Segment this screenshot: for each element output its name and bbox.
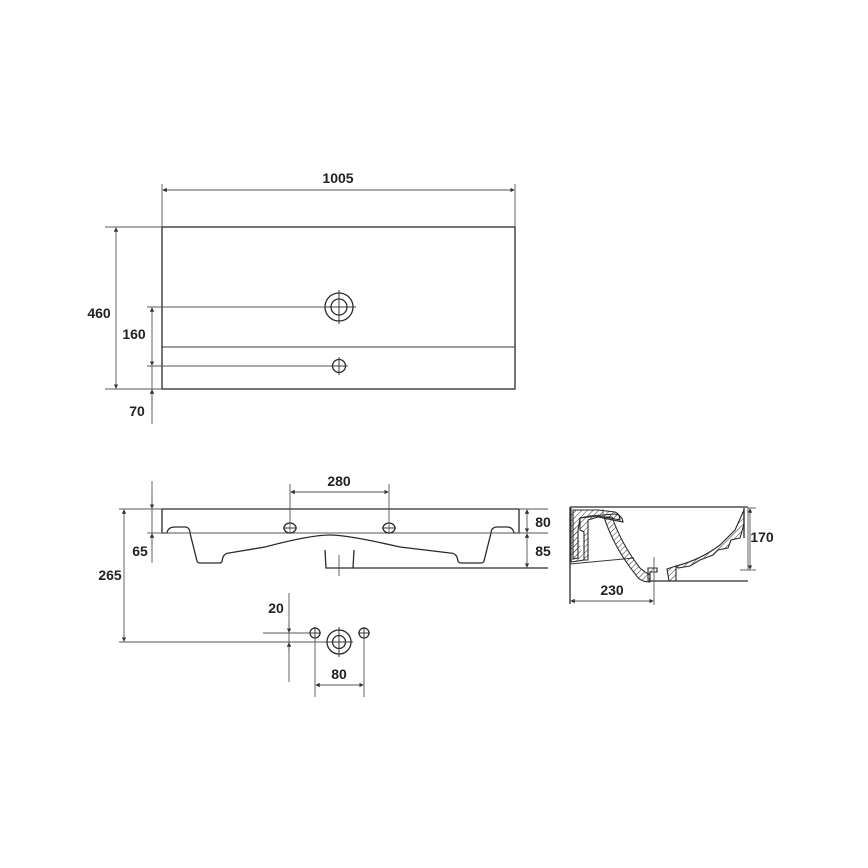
side-hole-left-icon bbox=[309, 627, 321, 639]
dim-left-offset-label: 65 bbox=[132, 543, 148, 559]
top-view: 1005 460 160 70 bbox=[87, 170, 516, 424]
basin-front-outline bbox=[161, 509, 520, 564]
side-hole-right-icon bbox=[358, 627, 370, 639]
dim-drain-offset-label: 20 bbox=[268, 600, 284, 616]
dim-section-height-label: 170 bbox=[750, 529, 774, 545]
dim-top-height-label: 80 bbox=[535, 514, 551, 530]
dim-hole-spacing-label: 280 bbox=[327, 473, 351, 489]
dim-drain-depth-label: 230 bbox=[600, 582, 624, 598]
dim-total-height-label: 265 bbox=[98, 567, 122, 583]
dim-overflow-offset-label: 70 bbox=[129, 403, 145, 419]
side-section-view: 170 230 bbox=[569, 506, 774, 605]
dim-depth-label: 460 bbox=[87, 305, 111, 321]
dim-bottom-height-label: 85 bbox=[535, 543, 551, 559]
dim-drain-hole-spacing-label: 80 bbox=[331, 666, 347, 682]
drain-hole-icon bbox=[325, 627, 353, 657]
overflow-hole-icon bbox=[330, 357, 348, 375]
dim-width-label: 1005 bbox=[322, 170, 353, 186]
front-view: 280 80 85 65 265 bbox=[98, 473, 551, 697]
dim-tap-offset-label: 160 bbox=[122, 326, 146, 342]
tap-hole-icon bbox=[322, 290, 356, 324]
basin-top-outline bbox=[161, 226, 516, 390]
